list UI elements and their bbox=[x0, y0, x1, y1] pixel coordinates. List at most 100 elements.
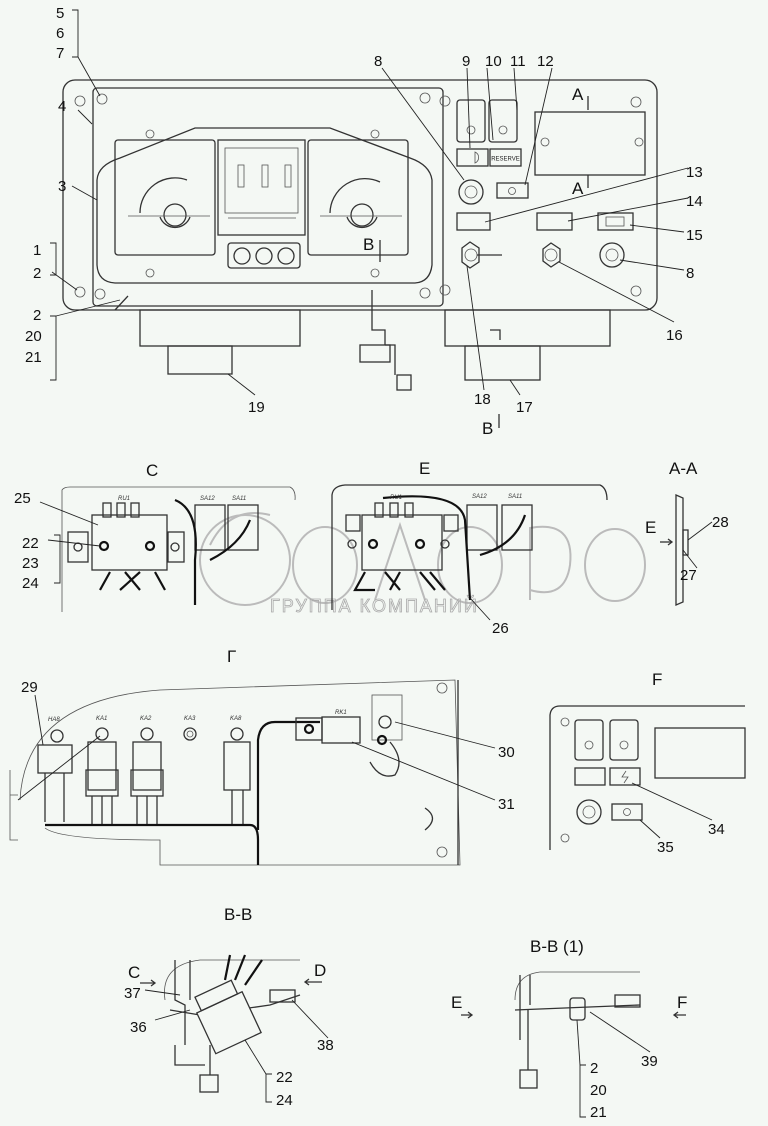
callout-13: 13 bbox=[686, 164, 703, 181]
callout-23: 23 bbox=[22, 555, 39, 572]
grommet bbox=[569, 997, 586, 1021]
view-title: F bbox=[652, 670, 662, 689]
callout-5: 5 bbox=[56, 5, 64, 22]
section-mark-b: B bbox=[482, 419, 493, 438]
callout-20: 20 bbox=[590, 1082, 607, 1099]
view-e: E RU1 SA12 SA11 26 bbox=[331, 459, 608, 637]
callout-10: 10 bbox=[485, 53, 502, 70]
reserve-plate bbox=[489, 148, 522, 167]
headlight-symbol-icon bbox=[456, 148, 489, 167]
ignition-switch-18 bbox=[461, 241, 480, 269]
callout-7: 7 bbox=[56, 45, 64, 62]
callout-28: 28 bbox=[712, 514, 729, 531]
view-f: F 34 35 bbox=[549, 670, 746, 856]
battery-symbol-15 bbox=[597, 212, 634, 231]
watermark-logo: ГРУППА КОМПАНИЙ bbox=[199, 512, 646, 616]
relay-rk1 bbox=[321, 716, 361, 744]
relay-ka1 bbox=[85, 727, 119, 825]
lightning-symbol-icon bbox=[609, 767, 641, 786]
turn-symbol-13 bbox=[456, 212, 491, 231]
callout-11: 11 bbox=[510, 53, 526, 70]
relay-block bbox=[361, 514, 443, 571]
label-ka2: KA2 bbox=[140, 716, 152, 722]
switch-sa11 bbox=[501, 504, 533, 551]
view-title: C bbox=[146, 461, 158, 480]
rocker-switch bbox=[609, 719, 639, 761]
callout-17: 17 bbox=[516, 399, 533, 416]
panel-plate bbox=[62, 79, 658, 311]
callout-2: 2 bbox=[33, 265, 41, 282]
section-a-a: A-A E 28 27 bbox=[645, 459, 729, 606]
battery-button-8 bbox=[599, 242, 625, 268]
button-up-icon bbox=[255, 247, 273, 265]
callout-34: 34 bbox=[708, 821, 725, 838]
callout-8: 8 bbox=[374, 53, 382, 70]
module-17 bbox=[464, 345, 541, 381]
callout-37: 37 bbox=[124, 985, 141, 1002]
label-ru1: RU1 bbox=[390, 495, 402, 501]
callout-15: 15 bbox=[686, 227, 703, 244]
rocker-switch-11 bbox=[488, 99, 518, 143]
callout-1: 1 bbox=[33, 242, 41, 259]
callout-20: 20 bbox=[25, 328, 42, 345]
label-ka3: KA3 bbox=[184, 716, 196, 722]
horn-symbol-14 bbox=[536, 212, 573, 231]
callout-18: 18 bbox=[474, 391, 491, 408]
switch-body bbox=[195, 990, 262, 1055]
socket-ka3 bbox=[183, 727, 197, 741]
callout-31: 31 bbox=[498, 796, 515, 813]
callout-12: 12 bbox=[537, 53, 554, 70]
indicator-display bbox=[217, 139, 306, 236]
instrument-bezel bbox=[92, 87, 444, 307]
callout-29: 29 bbox=[21, 679, 38, 696]
section-title: A-A bbox=[669, 459, 698, 478]
callout-36: 36 bbox=[130, 1019, 147, 1036]
callout-21: 21 bbox=[25, 349, 42, 366]
view-c: C RU1 SA12 SA11 25 22 23 24 bbox=[14, 461, 296, 612]
label-sa12: SA12 bbox=[200, 496, 215, 502]
connector-block-left bbox=[139, 309, 301, 347]
callout-16: 16 bbox=[666, 327, 683, 344]
callout-21: 21 bbox=[590, 1104, 607, 1121]
blank-cover bbox=[534, 111, 646, 176]
section-mark-a: A bbox=[572, 179, 584, 198]
view-arrow-d: D bbox=[314, 961, 326, 980]
label-ru1: RU1 bbox=[118, 496, 130, 502]
callout-38: 38 bbox=[317, 1037, 334, 1054]
cluster-shroud bbox=[96, 127, 433, 284]
headlight-symbol-icon bbox=[574, 767, 606, 786]
callout-8: 8 bbox=[686, 265, 694, 282]
round-button bbox=[576, 799, 602, 825]
wire-harness bbox=[45, 720, 320, 865]
callout-6: 6 bbox=[56, 25, 64, 42]
callout-2: 2 bbox=[590, 1060, 598, 1077]
view-title: Г bbox=[227, 647, 236, 666]
button-ok-icon bbox=[277, 247, 295, 265]
connector-block-right bbox=[444, 309, 611, 347]
callout-24: 24 bbox=[22, 575, 39, 592]
blank-cover bbox=[654, 727, 746, 779]
callout-19: 19 bbox=[248, 399, 265, 416]
callout-22: 22 bbox=[276, 1069, 293, 1086]
button-left-icon bbox=[233, 247, 251, 265]
relay-ha8 bbox=[37, 729, 73, 822]
lamp-symbol-12 bbox=[496, 182, 529, 199]
view-arrow-e: E bbox=[451, 993, 462, 1012]
speedometer-gauge bbox=[307, 139, 409, 256]
label-ka1: KA1 bbox=[96, 716, 107, 722]
label-rk1: RK1 bbox=[335, 710, 347, 716]
section-b-b-1: B-B (1) E F 39 2 20 21 bbox=[451, 937, 687, 1121]
callout-14: 14 bbox=[686, 193, 703, 210]
callout-30: 30 bbox=[498, 744, 515, 761]
rocker-switch-9 bbox=[456, 99, 486, 143]
view-arrow-c: C bbox=[128, 963, 140, 982]
plate-section bbox=[675, 494, 684, 606]
watermark-subtitle: ГРУППА КОМПАНИЙ bbox=[270, 595, 479, 616]
switch-sa11 bbox=[227, 504, 259, 551]
callout-22: 22 bbox=[22, 535, 39, 552]
horn-button-16 bbox=[542, 242, 561, 268]
relay-ka2 bbox=[130, 727, 164, 825]
main-panel-view: RESERVE 5 bbox=[25, 5, 703, 438]
relay-ka8 bbox=[223, 727, 251, 825]
